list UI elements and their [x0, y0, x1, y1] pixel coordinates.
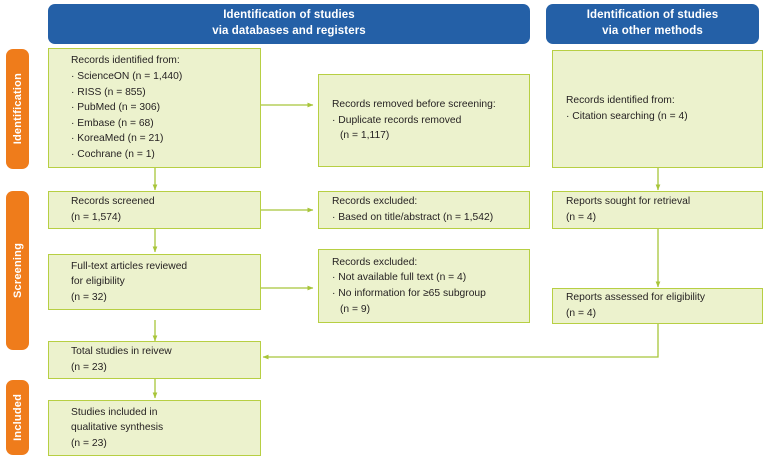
records-screened-line-1: (n = 1,574) [71, 212, 122, 223]
header-databases-line2: via databases and registers [212, 25, 366, 37]
header-other-methods: Identification of studies via other meth… [546, 4, 759, 44]
other-identified-line-1: · Citation searching (n = 4) [566, 111, 688, 122]
reports-sought-line-1: (n = 4) [566, 212, 597, 223]
other-identified-line-0: Records identified from: [566, 95, 675, 107]
box-total-studies: Total studies in reivew (n = 23) [48, 341, 261, 379]
studies-included-line-0: Studies included in [71, 406, 158, 418]
records-excluded-2-line-1: · Not available full text (n = 4) [332, 272, 467, 284]
box-reports-assessed: Reports assessed for eligibility (n = 4) [552, 288, 763, 324]
total-studies-line-1: (n = 23) [71, 362, 107, 373]
box-records-identified: Records identified from: · ScienceON (n … [48, 48, 261, 168]
fulltext-reviewed-line-0: Full-text articles reviewed [71, 260, 188, 272]
records-removed-line-1: · Duplicate records removed [332, 114, 462, 126]
stage-tab-screening: Screening [6, 191, 29, 350]
box-records-excluded-1: Records excluded: · Based on title/abstr… [318, 191, 530, 229]
reports-assessed-line-0: Reports assessed for eligibility [566, 292, 706, 304]
records-identified-line-6: · Cochrane (n = 1) [71, 149, 155, 161]
records-removed-line-0: Records removed before screening: [332, 99, 496, 111]
records-identified-line-5: · KoreaMed (n = 21) [71, 133, 164, 145]
stage-label-included: Included [11, 394, 24, 441]
stage-label-identification: Identification [11, 73, 24, 145]
reports-sought-line-0: Reports sought for retrieval [566, 196, 691, 208]
stage-tab-identification: Identification [6, 49, 29, 169]
records-excluded-1-line-0: Records excluded: [332, 196, 418, 208]
total-studies-line-0: Total studies in reivew [71, 346, 172, 358]
fulltext-reviewed-line-1: for eligibility [71, 276, 125, 288]
records-removed-line-2: (n = 1,117) [340, 130, 390, 142]
box-fulltext-reviewed: Full-text articles reviewed for eligibil… [48, 254, 261, 310]
records-identified-line-2: · RISS (n = 855) [71, 86, 146, 98]
records-excluded-2-line-3: (n = 9) [340, 303, 371, 315]
records-identified-line-0: Records identified from: [71, 55, 180, 67]
stage-label-screening: Screening [11, 243, 24, 298]
records-identified-line-3: · PubMed (n = 306) [71, 102, 161, 114]
header-other-line1: Identification of studies [586, 9, 719, 22]
records-excluded-1-line-1: · Based on title/abstract (n = 1,542) [332, 212, 494, 223]
records-identified-line-1: · ScienceON (n = 1,440) [71, 70, 183, 82]
records-excluded-2-line-0: Records excluded: [332, 256, 418, 268]
stage-tab-included: Included [6, 380, 29, 455]
studies-included-line-1: qualitative synthesis [71, 422, 164, 434]
header-databases-line1: Identification of studies [223, 9, 355, 22]
box-other-identified: Records identified from: · Citation sear… [552, 50, 763, 168]
studies-included-line-2: (n = 23) [71, 437, 107, 449]
box-records-screened: Records screened (n = 1,574) [48, 191, 261, 229]
records-excluded-2-line-2: · No information for ≥65 subgroup [332, 288, 486, 299]
box-reports-sought: Reports sought for retrieval (n = 4) [552, 191, 763, 229]
box-studies-included: Studies included in qualitative synthesi… [48, 400, 261, 456]
box-records-excluded-2: Records excluded: · Not available full t… [318, 249, 530, 323]
box-records-removed: Records removed before screening: · Dupl… [318, 74, 530, 167]
fulltext-reviewed-line-2: (n = 32) [71, 291, 107, 303]
reports-assessed-line-1: (n = 4) [566, 308, 597, 319]
records-identified-line-4: · Embase (n = 68) [71, 117, 154, 129]
connector-reports-assessed-to-total [262, 323, 659, 360]
records-screened-line-0: Records screened [71, 196, 155, 208]
header-databases-registers: Identification of studies via databases … [48, 4, 530, 44]
header-other-line2: via other methods [602, 25, 703, 37]
